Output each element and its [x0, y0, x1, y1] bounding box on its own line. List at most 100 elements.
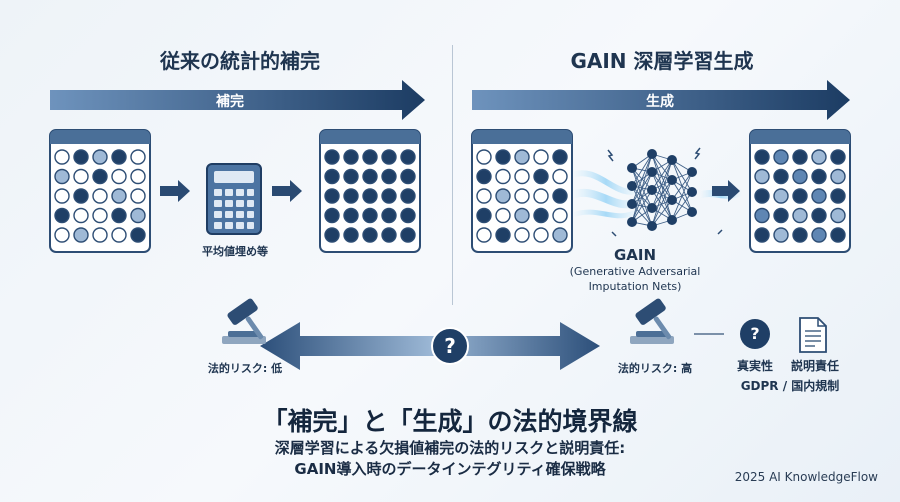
table-cell [73, 227, 89, 243]
table-cell [130, 227, 146, 243]
table-cell [324, 168, 340, 185]
table-cell [381, 207, 397, 224]
right-arrow-label: 生成 [646, 94, 674, 110]
network-node [647, 203, 657, 213]
table-cell [324, 149, 340, 165]
gain-full-line-1: (Generative Adversarial [569, 265, 701, 278]
table-cell [400, 149, 416, 165]
gavel-icon-right [630, 298, 674, 344]
table-cell [552, 227, 568, 243]
gain-name: GAIN [613, 246, 657, 264]
table-cell [54, 207, 70, 224]
table-cell [773, 168, 789, 185]
table-cell [92, 207, 108, 224]
table-cell [73, 207, 89, 224]
arrow-to-calculator-icon [160, 180, 190, 202]
question-small-icon [740, 319, 770, 349]
table-cell [495, 227, 511, 243]
table-cell [552, 168, 568, 185]
table-cell [54, 227, 70, 243]
table-cell [324, 207, 340, 224]
table-cell [830, 227, 846, 243]
right-flow-arrow [472, 80, 850, 120]
table-cell [381, 149, 397, 165]
table-cell [495, 168, 511, 185]
table-cell [811, 168, 827, 185]
left-flow-arrow [50, 80, 425, 120]
table-cell [811, 188, 827, 204]
table-cell [754, 188, 770, 204]
right-risk-label: 法的リスク: 高 [617, 362, 693, 375]
table-cell [533, 188, 549, 204]
table-cell [73, 168, 89, 185]
table-cell [476, 188, 492, 204]
table-cell [343, 207, 359, 224]
method-label: 平均値埋め等 [202, 245, 268, 258]
table-cell [514, 188, 530, 204]
table-cell [362, 188, 378, 204]
table-cell [324, 188, 340, 204]
small-question-mark: ? [750, 324, 760, 343]
network-node [667, 195, 677, 205]
table-cell [773, 227, 789, 243]
table-cell [130, 188, 146, 204]
table-cell [111, 149, 127, 165]
table-cell [773, 149, 789, 165]
table-cell [533, 227, 549, 243]
table-cell [111, 207, 127, 224]
table-cell [130, 168, 146, 185]
table-cell [514, 207, 530, 224]
table-cell [381, 188, 397, 204]
network-node [687, 207, 697, 217]
table-cell [495, 188, 511, 204]
table-cell [792, 168, 808, 185]
accountability-label: 説明責任 [790, 359, 839, 373]
table-cell [73, 188, 89, 204]
table-cell [811, 227, 827, 243]
table-cell [754, 227, 770, 243]
table-cell [552, 188, 568, 204]
table-cell [533, 168, 549, 185]
table-cell [381, 168, 397, 185]
main-title: 「補完」と「生成」の法的境界線 [262, 407, 638, 436]
network-node [667, 175, 677, 185]
table-cell [111, 168, 127, 185]
credit-text: 2025 AI KnowledgeFlow [734, 470, 878, 484]
table-cell [773, 188, 789, 204]
subtitle-line-1: 深層学習による欠損値補完の法的リスクと説明責任: [274, 439, 626, 457]
table-cell [811, 149, 827, 165]
table-cell [773, 207, 789, 224]
table-cell [552, 207, 568, 224]
table-cell [533, 207, 549, 224]
table-cell [130, 149, 146, 165]
authenticity-label: 真実性 [736, 359, 773, 373]
gain-full-line-2: Imputation Nets) [588, 280, 682, 293]
left-input-table [49, 129, 151, 253]
table-cell [792, 227, 808, 243]
table-cell [754, 149, 770, 165]
table-cell [476, 149, 492, 165]
network-node [687, 167, 697, 177]
table-cell [792, 188, 808, 204]
table-cell [830, 149, 846, 165]
network-node [687, 187, 697, 197]
table-cell [54, 168, 70, 185]
table-cell [552, 149, 568, 165]
table-cell [54, 149, 70, 165]
table-cell [111, 227, 127, 243]
table-cell [830, 207, 846, 224]
table-cell [343, 188, 359, 204]
table-cell [811, 207, 827, 224]
network-node [627, 199, 637, 209]
network-node [647, 149, 657, 159]
left-arrow-label: 補完 [216, 94, 244, 110]
regulation-label: GDPR / 国内規制 [740, 379, 840, 393]
table-cell [495, 207, 511, 224]
table-cell [343, 149, 359, 165]
table-cell [400, 188, 416, 204]
table-cell [830, 188, 846, 204]
table-cell [92, 168, 108, 185]
left-risk-label: 法的リスク: 低 [207, 362, 283, 375]
gavel-icon-left [222, 298, 266, 344]
